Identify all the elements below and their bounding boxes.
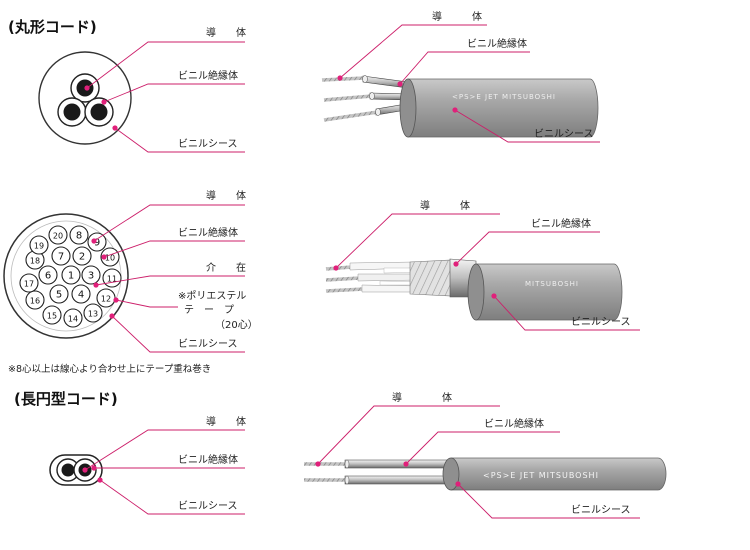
core-16-circle [25, 290, 45, 310]
oval-side-insulation-label: ビニル絶縁体 [484, 417, 544, 430]
core-17-number: 17 [24, 280, 34, 289]
round-cross-leaders [84, 41, 245, 153]
multi-cross-tape-label-1: ※ポリエステル [178, 290, 246, 302]
core-17-circle [19, 273, 39, 293]
core-4-number: 4 [78, 290, 84, 301]
core-3-number: 3 [88, 271, 94, 282]
oval-cord-title: (長円型コード) [14, 390, 118, 408]
core-5-number: 5 [56, 290, 62, 301]
multi-side-insulation-label: ビニル絶縁体 [531, 217, 591, 230]
core-10-number: 10 [105, 254, 115, 263]
round-cord-side-view: <PS>E JET MITSUBOSHI [321, 75, 599, 138]
core-7-number: 7 [58, 252, 64, 263]
round-core-left [57, 97, 87, 127]
core-6-number: 6 [45, 271, 51, 282]
core-14-number: 14 [68, 315, 78, 324]
round-side-leaders [337, 24, 600, 143]
oval-cable-print: <PS>E JET MITSUBOSHI [483, 471, 599, 480]
multi-cross-filler-label: 介 在 [206, 262, 246, 274]
round-cross-conductor-label: 導 体 [206, 26, 246, 39]
oval-side-leaders [315, 405, 640, 519]
core-2-circle [72, 246, 92, 266]
core-10-circle [100, 247, 120, 267]
multi-cross-sheath-label: ビニルシース [178, 338, 238, 350]
round-cross-insulation-label: ビニル絶縁体 [178, 69, 238, 82]
oval-cross-insulation-label: ビニル絶縁体 [178, 453, 238, 466]
core-14-circle [63, 308, 83, 328]
core-12-number: 12 [101, 295, 111, 304]
multi-cross-tape-label-3: （20心） [215, 319, 258, 331]
oval-cross-leaders [82, 429, 245, 515]
round-cord-cross-section [38, 51, 132, 145]
core-19-circle [29, 235, 49, 255]
core-20-circle [48, 225, 68, 245]
core-20-number: 20 [53, 232, 63, 241]
round-side-conductor-label: 導 体 [432, 10, 482, 23]
multi-cross-leaders [91, 204, 245, 353]
multi-side-sheath-label: ビニルシース [571, 316, 631, 328]
core-7-circle [51, 246, 71, 266]
round-core-right [84, 97, 114, 127]
core-18-number: 18 [30, 257, 40, 266]
core-6-circle [38, 265, 58, 285]
core-8-number: 8 [76, 231, 82, 242]
round-side-sheath-label: ビニルシース [534, 128, 594, 140]
core-3-circle [81, 265, 101, 285]
core-9-circle [87, 232, 107, 252]
round-cross-sheath-label: ビニルシース [178, 138, 238, 150]
round-cable-print: <PS>E JET MITSUBOSHI [452, 93, 556, 101]
multi-cross-conductor-label: 導 体 [206, 189, 246, 202]
core-13-number: 13 [88, 310, 98, 319]
core-1-number: 1 [68, 271, 74, 282]
core-15-circle [42, 305, 62, 325]
multi-side-conductor-label: 導 体 [420, 199, 470, 212]
round-side-insulation-label: ビニル絶縁体 [467, 37, 527, 50]
core-13-circle [83, 303, 103, 323]
core-1-circle [61, 265, 81, 285]
oval-side-conductor-label: 導 体 [392, 391, 452, 404]
multi-cross-tape-label-2: テ ー プ [184, 304, 234, 316]
core-5-circle [49, 284, 69, 304]
oval-side-sheath-label: ビニルシース [571, 504, 631, 516]
core-2-number: 2 [79, 252, 85, 263]
multi-side-leaders [333, 213, 640, 331]
oval-cross-sheath-label: ビニルシース [178, 500, 238, 512]
core-19-number: 19 [34, 242, 44, 251]
core-8-circle [69, 225, 89, 245]
core-11-circle [102, 268, 122, 288]
round-cord-title: (丸形コード) [8, 18, 97, 36]
core-9-number: 9 [94, 238, 100, 249]
oval-cord-side-view: <PS>E JET MITSUBOSHI [304, 457, 667, 491]
core-15-number: 15 [47, 312, 57, 321]
multi-footnote: ※8心以上は線心より合わせ上にテープ重ね巻き [8, 363, 211, 375]
core-11-number: 11 [107, 275, 117, 284]
core-16-number: 16 [30, 297, 40, 306]
core-4-circle [71, 284, 91, 304]
multi-cross-insulation-label: ビニル絶縁体 [178, 226, 238, 239]
oval-core-left [56, 458, 80, 482]
multi-cable-print: MITSUBOSHI [525, 280, 579, 288]
oval-cross-conductor-label: 導 体 [206, 415, 246, 428]
multi-core-side-view: MITSUBOSHI [325, 258, 623, 321]
